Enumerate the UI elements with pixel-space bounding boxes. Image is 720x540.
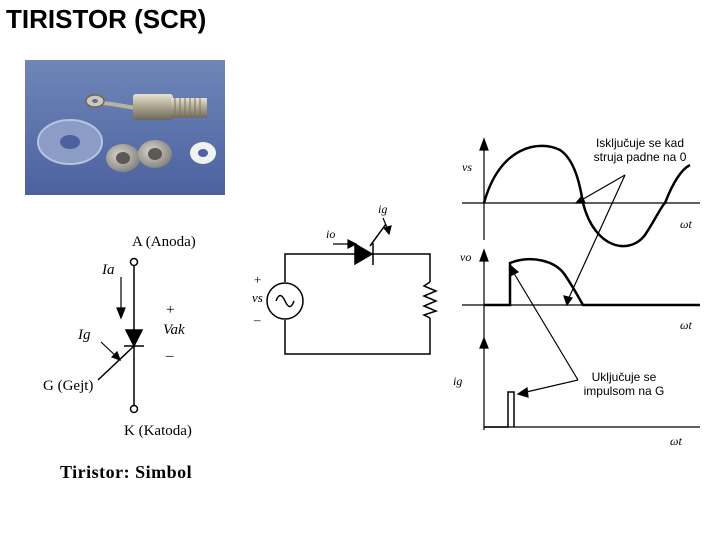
vs-waveform <box>482 144 691 248</box>
note-turn-on: Uključuje se impulsom na G <box>583 370 665 398</box>
source-plus-label: + <box>254 272 262 287</box>
thyristor-device-photo <box>25 60 225 195</box>
page-title: TIRISTOR (SCR) <box>6 4 207 34</box>
ac-source-icon <box>266 282 304 320</box>
source-label: vs <box>252 290 263 305</box>
symbol-caption: Tiristor: Simbol <box>60 462 193 482</box>
io-label: io <box>326 227 336 241</box>
vak-label: Vak <box>163 322 185 338</box>
thyristor-symbol <box>97 257 144 414</box>
ia-current-arrow <box>116 277 126 320</box>
io-arrow <box>333 239 358 249</box>
anode-label: A (Anoda) <box>132 234 196 250</box>
circuit-diagram <box>266 223 439 355</box>
wt-label-2: ωt <box>680 318 692 332</box>
cathode-label: K (Katoda) <box>124 423 192 439</box>
vs-axis-label: vs <box>462 160 472 174</box>
vak-plus-label: + <box>166 302 175 318</box>
source-minus-label: – <box>254 312 261 327</box>
wt-label-3: ωt <box>670 434 682 448</box>
vo-axis-label: vo <box>460 250 472 264</box>
circuit-ig-label: ig <box>378 202 388 216</box>
gate-label: G (Gejt) <box>43 378 94 394</box>
circuit-ig-arrow <box>382 217 392 236</box>
ia-label: Ia <box>102 262 115 278</box>
note-turn-off: Isključuje se kad struja padne na 0 <box>593 136 687 164</box>
circuit-thyristor-icon <box>354 242 374 266</box>
wt-label-1: ωt <box>680 217 692 231</box>
ig-label: Ig <box>78 327 91 343</box>
load-resistor-icon <box>422 281 439 319</box>
ig-current-arrow <box>100 341 122 362</box>
ig-pulse <box>484 391 515 428</box>
note-on-pointer <box>509 264 579 398</box>
vak-minus-label: – <box>166 348 174 364</box>
vo-waveform <box>484 257 700 307</box>
ig-axis-label: ig <box>453 374 463 388</box>
note-off-pointer <box>563 174 626 307</box>
